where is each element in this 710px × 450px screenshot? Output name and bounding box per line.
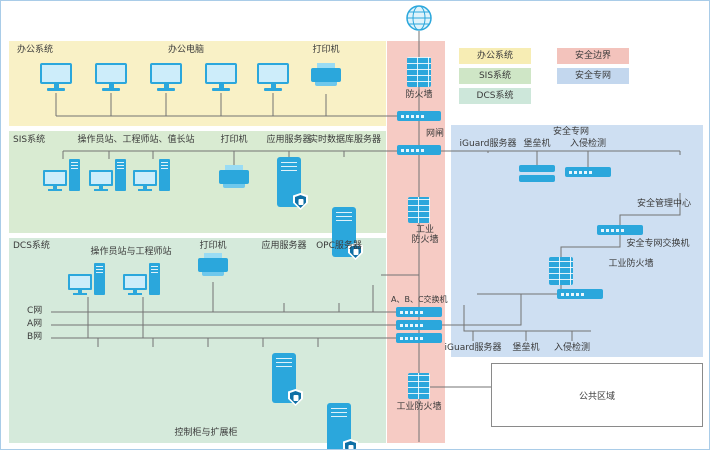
dcs-printer-label: 打印机 bbox=[199, 241, 227, 251]
bastion-label: 堡垒机 bbox=[523, 139, 551, 149]
printer-icon bbox=[219, 165, 249, 188]
legend-dcs-label: DCS系统 bbox=[476, 91, 514, 101]
legend-secure-label: 安全专网 bbox=[574, 71, 611, 81]
firewall-label: 防火墙 bbox=[405, 90, 433, 100]
rtdb-server-icon bbox=[332, 207, 363, 260]
office-pc-icon bbox=[148, 63, 184, 91]
ids2-label: 入侵检测 bbox=[553, 343, 591, 353]
gatekeeper-icon bbox=[397, 145, 441, 155]
switch-icon bbox=[557, 289, 603, 299]
secure-network-zone bbox=[451, 125, 703, 357]
switch-b-icon bbox=[396, 320, 442, 330]
net-c-label: C网 bbox=[27, 306, 43, 316]
industrial-firewall-label-line2: 防火墙 bbox=[411, 235, 439, 245]
printer-icon bbox=[311, 63, 341, 86]
office-pc-label: 办公电脑 bbox=[167, 45, 205, 55]
secure-switch-label: 安全专网交换机 bbox=[626, 239, 690, 249]
printer-icon bbox=[198, 253, 228, 276]
workstation-icon bbox=[43, 159, 80, 191]
workstation-icon bbox=[68, 263, 105, 295]
iguard-server-label: iGuard服务器 bbox=[459, 139, 517, 149]
legend-dcs: DCS系统 bbox=[459, 88, 531, 104]
legend-sis: SIS系统 bbox=[459, 68, 531, 84]
dcs-zone-title: DCS系统 bbox=[13, 241, 50, 251]
industrial-firewall2-label: 工业防火墙 bbox=[396, 402, 442, 412]
workstation-icon bbox=[133, 159, 170, 191]
legend-boundary-label: 安全边界 bbox=[574, 51, 611, 61]
mgmt-center-label: 安全管理中心 bbox=[636, 199, 692, 209]
public-area-label: 公共区域 bbox=[578, 391, 615, 402]
sis-zone-title: SIS系统 bbox=[13, 135, 46, 145]
iguard-server2-label: iGuard服务器 bbox=[444, 343, 502, 353]
app-server-icon bbox=[272, 353, 303, 406]
secure-network-switch-icon bbox=[597, 225, 643, 235]
gatekeeper-label: 网闸 bbox=[425, 129, 445, 139]
dcs-zone bbox=[9, 238, 386, 443]
office-pc-icon bbox=[255, 63, 291, 91]
industrial-firewall-icon bbox=[408, 197, 430, 223]
firewall-icon bbox=[407, 57, 431, 87]
legend-office: 办公系统 bbox=[459, 48, 531, 64]
opc-server-icon bbox=[327, 403, 358, 449]
legend-secure: 安全专网 bbox=[557, 68, 629, 84]
ids-icon bbox=[565, 167, 611, 177]
switch-a-icon bbox=[396, 307, 442, 317]
office-pc-icon bbox=[38, 63, 74, 91]
office-printer-label: 打印机 bbox=[312, 45, 340, 55]
sis-stations-label: 操作员站、工程师站、值长站 bbox=[77, 135, 195, 145]
industrial-firewall-icon bbox=[408, 373, 430, 399]
cabinets-label: 控制柜与扩展柜 bbox=[174, 428, 238, 438]
bastion-host-icon bbox=[519, 165, 555, 185]
dcs-opc-server-label: OPC服务器 bbox=[316, 241, 362, 251]
sis-rtdb-server-label: 实时数据库服务器 bbox=[308, 135, 382, 145]
app-server-icon bbox=[277, 157, 308, 210]
legend-boundary: 安全边界 bbox=[557, 48, 629, 64]
bastion2-label: 堡垒机 bbox=[512, 343, 540, 353]
dcs-app-server-label: 应用服务器 bbox=[261, 241, 307, 251]
sis-printer-label: 打印机 bbox=[220, 135, 248, 145]
ids-label: 入侵检测 bbox=[569, 139, 607, 149]
net-b-label: B网 bbox=[27, 332, 43, 342]
sis-app-server-label: 应用服务器 bbox=[266, 135, 312, 145]
net-a-label: A网 bbox=[27, 319, 43, 329]
legend: 办公系统 SIS系统 DCS系统 安全边界 安全专网 bbox=[459, 48, 629, 108]
switch-c-icon bbox=[396, 333, 442, 343]
gatekeeper-icon bbox=[397, 111, 441, 121]
office-zone-title: 办公系统 bbox=[17, 45, 54, 55]
industrial-firewall-label-line1: 工业 bbox=[415, 225, 435, 235]
internet-globe-icon bbox=[405, 4, 433, 36]
workstation-icon bbox=[89, 159, 126, 191]
abc-switches-label: A、B、C交换机 bbox=[391, 295, 448, 304]
legend-sis-label: SIS系统 bbox=[478, 71, 512, 81]
legend-office-label: 办公系统 bbox=[476, 51, 513, 61]
workstation-icon bbox=[123, 263, 160, 295]
office-pc-icon bbox=[93, 63, 129, 91]
secure-network-title: 安全专网 bbox=[552, 127, 590, 137]
public-area: 公共区域 bbox=[491, 363, 703, 427]
office-pc-icon bbox=[203, 63, 239, 91]
industrial-firewall-icon bbox=[549, 257, 573, 285]
dcs-stations-label: 操作员站与工程师站 bbox=[90, 247, 172, 257]
secure-industrial-firewall-label: 工业防火墙 bbox=[608, 259, 654, 269]
